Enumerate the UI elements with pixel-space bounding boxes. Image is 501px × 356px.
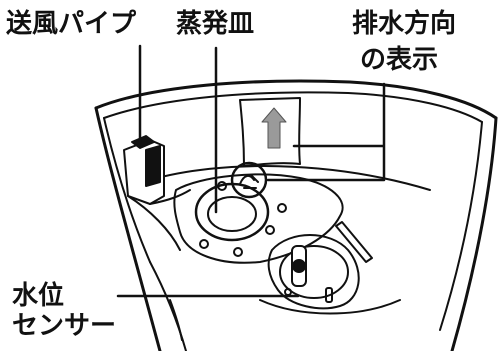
leader-drain bbox=[266, 82, 386, 182]
housing-rim-inner bbox=[103, 91, 483, 123]
housing-right-wall bbox=[450, 116, 498, 353]
circle-mark-icon bbox=[239, 174, 259, 189]
fan-pipe-top bbox=[131, 135, 155, 149]
water-sensor-head bbox=[292, 259, 306, 273]
tray-post bbox=[217, 181, 227, 191]
label-evaporation-tray: 蒸発皿 bbox=[176, 9, 255, 39]
drain-label-panel bbox=[239, 97, 301, 167]
sensor-well-inner bbox=[279, 245, 349, 299]
label-water-sensor: 水位 bbox=[12, 281, 65, 311]
sensor-well bbox=[267, 234, 360, 310]
fan-pipe-stripe bbox=[145, 145, 161, 187]
drain-mark-circle bbox=[230, 161, 268, 199]
tray-post bbox=[233, 247, 243, 257]
fan-pipe-wall bbox=[127, 195, 181, 251]
label-fan-pipe: 送風パイプ bbox=[6, 9, 137, 39]
back-wall-seam bbox=[149, 165, 431, 191]
housing-left-wall-inner bbox=[103, 117, 151, 263]
side-panel-contour bbox=[149, 261, 187, 352]
sensor-bolt bbox=[284, 288, 292, 296]
housing-right-wall-inner bbox=[439, 121, 483, 331]
label-water-sensor-2: センサー bbox=[12, 311, 117, 341]
label-drain-direction-2: の表示 bbox=[360, 45, 439, 75]
floor-pin bbox=[325, 287, 333, 303]
evaporation-tray-inner bbox=[207, 196, 257, 232]
side-panel-contour-2 bbox=[169, 299, 183, 341]
tray-post bbox=[277, 203, 287, 213]
floor-rib bbox=[259, 299, 401, 315]
drain-channel bbox=[335, 221, 373, 263]
tray-post bbox=[199, 239, 209, 249]
tray-post bbox=[265, 225, 275, 235]
housing-outline bbox=[94, 79, 498, 120]
tray-base bbox=[173, 173, 344, 264]
drain-arrow-icon bbox=[261, 107, 287, 149]
housing-left-wall bbox=[94, 106, 162, 353]
label-drain-direction: 排水方向 bbox=[352, 9, 457, 39]
